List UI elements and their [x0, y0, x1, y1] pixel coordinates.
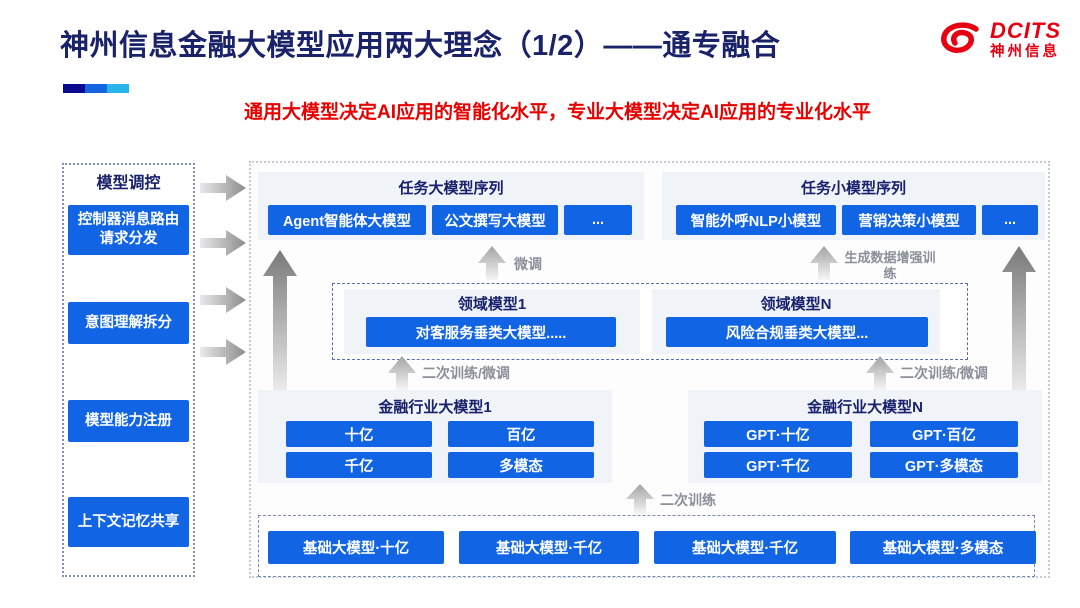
- industry-n-item-gpt-10b[interactable]: GPT·百亿: [870, 421, 1018, 447]
- base-model-1b[interactable]: 基础大模型·十亿: [268, 531, 444, 564]
- domain-model-n-title: 领域模型N: [760, 296, 832, 313]
- sidebar-title: 模型调控: [96, 175, 161, 192]
- slide-subtitle: 通用大模型决定AI应用的智能化水平，专业大模型决定AI应用的专业化水平: [243, 102, 871, 123]
- company-logo: DCITS 神州信息: [938, 20, 1061, 65]
- industry-n-item-gpt-100b[interactable]: GPT·千亿: [704, 452, 852, 478]
- accent-bar: [63, 84, 129, 93]
- industry-1-item-multimodal[interactable]: 多模态: [448, 452, 594, 478]
- industry-1-item-1b[interactable]: 十亿: [286, 421, 432, 447]
- base-model-multimodal[interactable]: 基础大模型·多模态: [850, 531, 1036, 564]
- industry-1-item-100b[interactable]: 千亿: [286, 452, 432, 478]
- retrain-label: 二次训练: [660, 492, 716, 508]
- logo-brand-cn-text: 神州信息: [990, 44, 1060, 60]
- dcits-swirl-icon: [938, 20, 986, 65]
- fine-tune-arrow-icon: [478, 246, 506, 280]
- task-small-item-marketing[interactable]: 营销决策小模型: [842, 205, 976, 235]
- domain-model-1-item[interactable]: 对客服务垂类大模型.....: [366, 317, 616, 347]
- industry-model-n-title: 金融行业大模型N: [807, 399, 923, 416]
- retrain-arrow-icon: [626, 484, 654, 514]
- base-model-100b-a[interactable]: 基础大模型·千亿: [459, 531, 639, 564]
- base-model-100b-b[interactable]: 基础大模型·千亿: [654, 531, 836, 564]
- task-small-model-title: 任务小模型序列: [800, 180, 906, 197]
- logo-brand-text: DCITS: [990, 18, 1061, 43]
- flow-arrow-up-right-icon: [1002, 246, 1036, 402]
- domain-model-n-item[interactable]: 风险合规垂类大模型...: [666, 317, 928, 347]
- gen-data-train-label: 生成数据增强训练: [844, 250, 936, 281]
- industry-n-item-gpt-1b[interactable]: GPT·十亿: [704, 421, 852, 447]
- sidebar-item-capability-register[interactable]: 模型能力注册: [68, 400, 189, 442]
- industry-1-item-10b[interactable]: 百亿: [448, 421, 594, 447]
- task-large-item-more[interactable]: ...: [564, 205, 632, 235]
- task-small-item-more[interactable]: ...: [982, 205, 1038, 235]
- fine-tune-label: 微调: [514, 256, 542, 272]
- flow-arrow-right-3-icon: [200, 287, 246, 313]
- page-title: 神州信息金融大模型应用两大理念（1/2）——通专融合: [60, 30, 781, 62]
- industry-n-item-gpt-multimodal[interactable]: GPT·多模态: [870, 452, 1018, 478]
- task-large-item-document[interactable]: 公文撰写大模型: [432, 205, 558, 235]
- accent-segment-cyan: [107, 84, 129, 93]
- flow-arrow-right-2-icon: [200, 230, 246, 256]
- flow-arrow-right-1-icon: [200, 175, 246, 201]
- retrain-ft-left-arrow-icon: [388, 356, 416, 390]
- flow-arrow-up-left-icon: [263, 250, 297, 402]
- accent-segment-dark: [63, 84, 85, 93]
- gen-data-train-arrow-icon: [810, 246, 838, 280]
- retrain-ft-right-label: 二次训练/微调: [900, 365, 988, 381]
- flow-arrow-right-4-icon: [200, 339, 246, 365]
- task-small-item-nlp-call[interactable]: 智能外呼NLP小模型: [676, 205, 836, 235]
- industry-model-1-title: 金融行业大模型1: [378, 399, 492, 416]
- retrain-ft-left-label: 二次训练/微调: [422, 365, 510, 381]
- task-large-model-title: 任务大模型序列: [398, 180, 504, 197]
- retrain-ft-right-arrow-icon: [866, 356, 894, 390]
- accent-segment-blue: [85, 84, 107, 93]
- sidebar-item-controller-routing[interactable]: 控制器消息路由请求分发: [68, 205, 189, 255]
- domain-model-1-title: 领域模型1: [457, 296, 527, 313]
- sidebar-item-context-memory[interactable]: 上下文记忆共享: [68, 497, 189, 547]
- sidebar-item-intent-split[interactable]: 意图理解拆分: [68, 302, 189, 344]
- task-large-item-agent[interactable]: Agent智能体大模型: [268, 205, 426, 235]
